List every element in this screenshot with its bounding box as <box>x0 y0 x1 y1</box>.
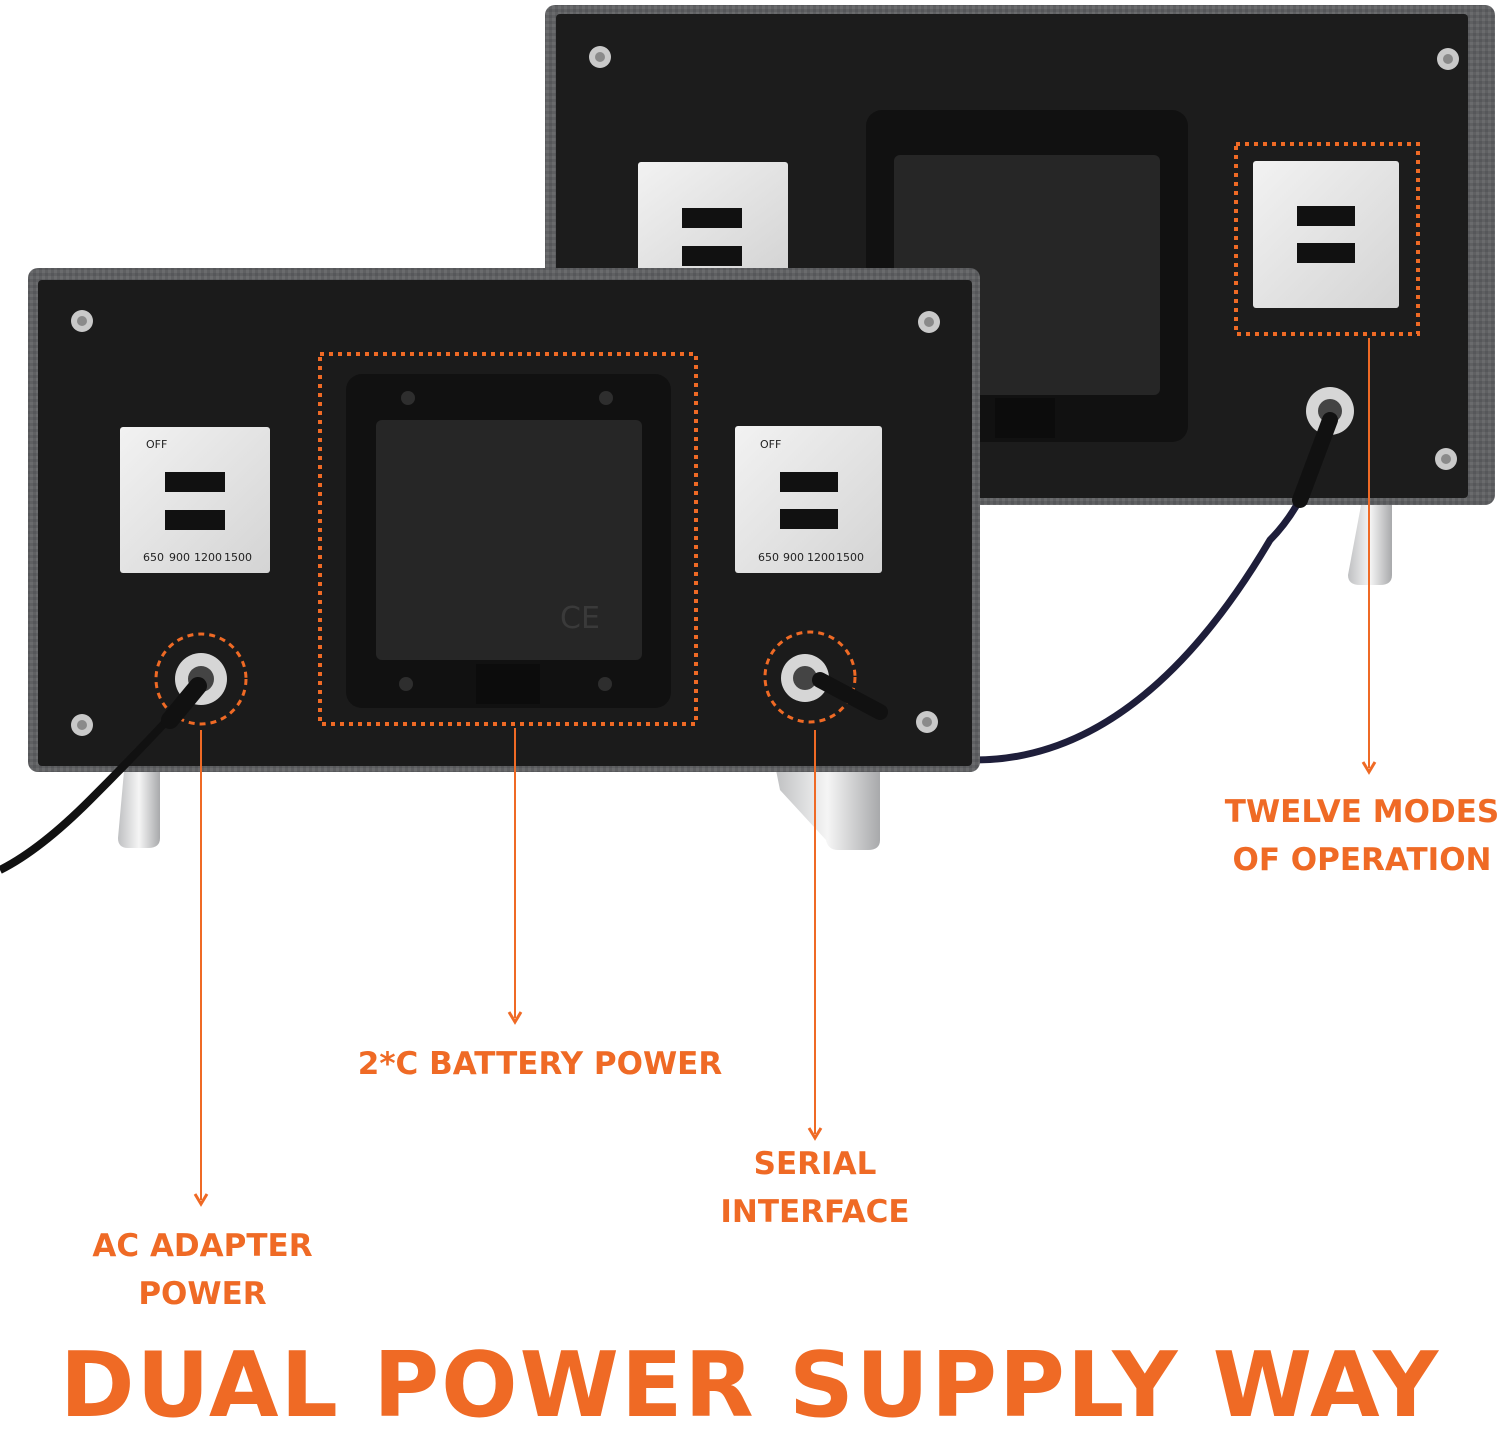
setting-label: 1200 <box>194 551 222 564</box>
setting-label: 1200 <box>807 551 835 564</box>
svg-text:CE: CE <box>560 601 600 636</box>
setting-label: 900 <box>169 551 190 564</box>
leader-lines <box>193 338 1377 1207</box>
callout-modes-line2: OF OPERATION <box>1232 842 1492 878</box>
switch-off-label: OFF <box>146 438 167 451</box>
callout-twelve-modes: TWELVE MODES OF OPERATION <box>1224 788 1500 884</box>
callout-serial-interface: SERIAL INTERFACE <box>700 1140 930 1236</box>
setting-label: 1500 <box>224 551 252 564</box>
callout-ac-line1: AC ADAPTER <box>92 1228 313 1264</box>
headline: DUAL POWER SUPPLY WAY <box>59 1333 1441 1438</box>
callout-serial-line1: SERIAL <box>753 1146 877 1182</box>
setting-label: 650 <box>758 551 779 564</box>
callout-battery-power: 2*C BATTERY POWER <box>357 1046 723 1082</box>
callout-modes-line1: TWELVE MODES <box>1224 794 1500 830</box>
switch-off-label: OFF <box>760 438 781 451</box>
callout-ac-adapter: AC ADAPTER POWER <box>80 1222 325 1318</box>
front-unit: CE OFF 650 900 1200 1500 OFF 650 900 120… <box>28 268 980 850</box>
callout-ac-line2: POWER <box>138 1276 267 1312</box>
setting-label: 900 <box>783 551 804 564</box>
callout-serial-line2: INTERFACE <box>720 1194 910 1230</box>
setting-label: 650 <box>143 551 164 564</box>
setting-label: 1500 <box>836 551 864 564</box>
